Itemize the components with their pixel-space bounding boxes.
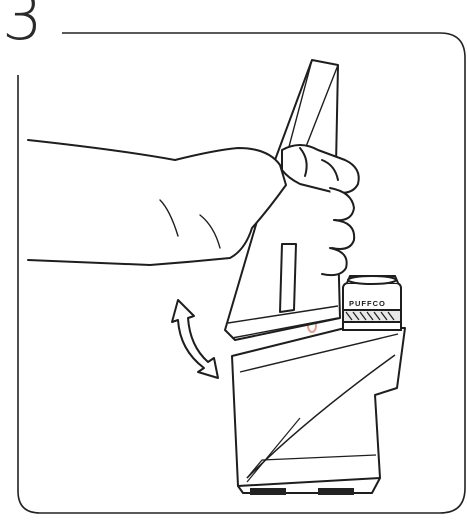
step-number: 3 xyxy=(2,0,41,50)
brand-label: PUFFCO xyxy=(349,299,386,308)
curved-double-arrow-icon xyxy=(172,300,218,378)
device-base xyxy=(232,328,405,495)
